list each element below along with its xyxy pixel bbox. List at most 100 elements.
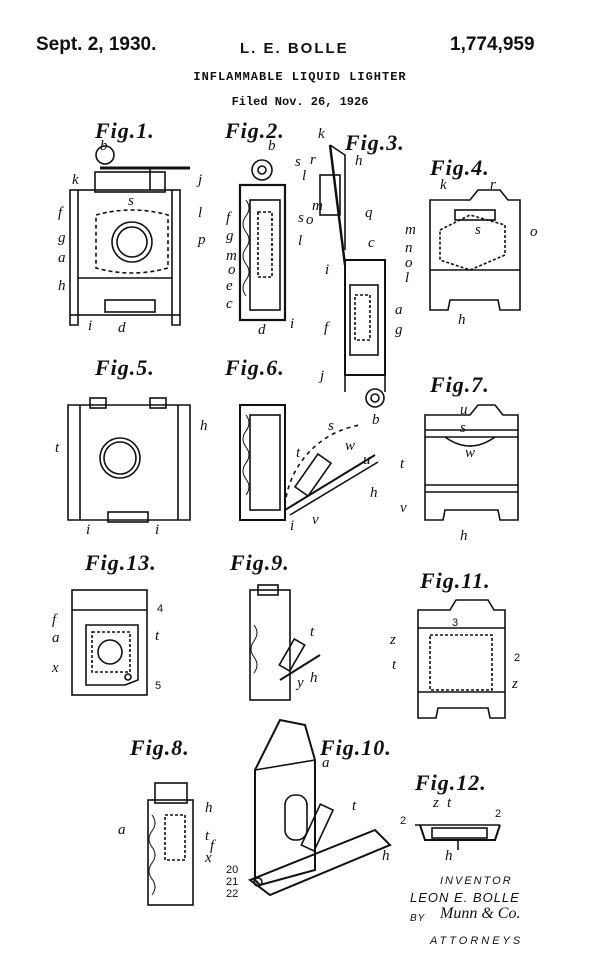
ref-letter: a (118, 822, 126, 839)
agent-signature: Munn & Co. (440, 905, 520, 923)
ref-letter: j (320, 368, 324, 385)
ref-letter: h (445, 848, 453, 865)
ref-letter: h (370, 485, 378, 502)
fig5-label: Fig.5. (95, 355, 155, 381)
ref-letter: t (392, 657, 396, 674)
ref-letter: f (324, 320, 328, 337)
ref-letter: s (295, 154, 301, 171)
fig8-label: Fig.8. (130, 735, 190, 761)
ref-letter: c (226, 296, 233, 313)
ref-letter: u (460, 402, 468, 419)
ref-letter: h (460, 528, 468, 545)
ref-letter: f (58, 205, 62, 222)
ref-letter: t (55, 440, 59, 457)
fig10-label: Fig.10. (320, 735, 392, 761)
fig6-drawing (240, 405, 378, 520)
inventor-signature: LEON E. BOLLE (410, 890, 520, 905)
ref-letter: t (296, 445, 300, 462)
ref-letter: o (306, 212, 314, 229)
ref-number: 20 (226, 864, 238, 876)
inventor-role: INVENTOR (440, 875, 513, 887)
ref-letter: k (72, 172, 79, 189)
ref-letter: d (118, 320, 126, 337)
fig13-label: Fig.13. (85, 550, 157, 576)
fig11-drawing (418, 600, 505, 718)
fig2-drawing (240, 160, 285, 320)
fig6-label: Fig.6. (225, 355, 285, 381)
fig4-label: Fig.4. (430, 155, 490, 181)
ref-letter: h (355, 153, 363, 170)
ref-letter: s (475, 222, 481, 239)
fig12-label: Fig.12. (415, 770, 487, 796)
ref-number: 2 (400, 815, 406, 827)
ref-letter: l (198, 205, 202, 222)
ref-letter: p (198, 232, 206, 249)
ref-letter: r (310, 152, 316, 169)
ref-letter: t (447, 795, 451, 812)
fig3-drawing (320, 145, 385, 407)
ref-letter: z (390, 632, 396, 649)
ref-letter: i (86, 522, 90, 539)
ref-letter: k (318, 126, 325, 143)
ref-letter: m (405, 222, 416, 239)
ref-letter: o (530, 224, 538, 241)
ref-letter: t (310, 624, 314, 641)
ref-letter: o (228, 262, 236, 279)
ref-letter: l (298, 233, 302, 250)
fig7-label: Fig.7. (430, 372, 490, 398)
ref-letter: s (460, 420, 466, 437)
ref-letter: t (155, 628, 159, 645)
ref-number: 2 (495, 808, 501, 820)
ref-letter: f (226, 210, 230, 227)
ref-letter: t (205, 828, 209, 845)
ref-letter: k (440, 177, 447, 194)
fig7-drawing (425, 405, 518, 520)
ref-letter: z (433, 795, 439, 812)
fig9-label: Fig.9. (230, 550, 290, 576)
ref-letter: l (302, 168, 306, 185)
ref-letter: g (226, 228, 234, 245)
ref-number: 22 (226, 888, 238, 900)
ref-letter: w (465, 445, 475, 462)
fig1-drawing (70, 146, 190, 325)
fig11-label: Fig.11. (420, 568, 491, 594)
ref-letter: h (382, 848, 390, 865)
ref-number: 4 (157, 603, 163, 615)
ref-letter: f (52, 612, 56, 629)
ref-letter: a (58, 250, 66, 267)
ref-letter: t (400, 456, 404, 473)
fig13-drawing (72, 590, 147, 695)
ref-letter: z (512, 676, 518, 693)
fig4-drawing (430, 190, 520, 310)
ref-letter: x (52, 660, 59, 677)
ref-letter: i (290, 316, 294, 333)
ref-letter: i (155, 522, 159, 539)
ref-letter: t (352, 798, 356, 815)
by-label: BY (410, 913, 425, 924)
ref-letter: h (58, 278, 66, 295)
fig3-label: Fig.3. (345, 130, 405, 156)
ref-letter: h (200, 418, 208, 435)
ref-letter: y (297, 675, 304, 692)
ref-letter: h (458, 312, 466, 329)
ref-letter: v (400, 500, 407, 517)
ref-letter: x (205, 850, 212, 867)
ref-letter: v (312, 512, 319, 529)
ref-letter: w (345, 438, 355, 455)
ref-number: 2 (514, 652, 520, 664)
ref-letter: d (258, 322, 266, 339)
ref-letter: b (268, 138, 276, 155)
ref-letter: q (365, 205, 373, 222)
ref-number: 3 (452, 617, 458, 629)
ref-letter: a (395, 302, 403, 319)
ref-letter: a (322, 755, 330, 772)
ref-letter: b (372, 412, 380, 429)
fig12-drawing (415, 825, 500, 850)
fig8-drawing (148, 783, 193, 905)
ref-letter: h (205, 800, 213, 817)
attorneys-label: ATTORNEYS (430, 935, 523, 947)
ref-letter: j (198, 172, 202, 189)
fig5-drawing (68, 398, 190, 522)
ref-letter: g (58, 230, 66, 247)
ref-letter: e (226, 278, 233, 295)
